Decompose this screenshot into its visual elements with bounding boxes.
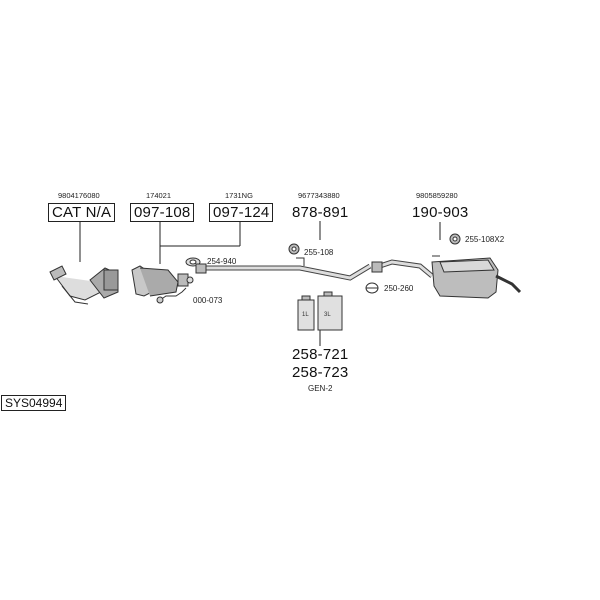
paste-note: GEN-2 [308, 384, 333, 393]
converter-097-108 [131, 265, 194, 297]
oe-number-878-891: 9677343880 [298, 191, 340, 200]
oe-number-097-108: 174021 [146, 191, 172, 200]
can-label-1l: 1L [302, 312, 309, 318]
part-258-723: 258-723 [292, 364, 349, 381]
fitting-000-073: 000-073 [193, 296, 223, 305]
part-cat-na: CAT N/A [48, 203, 116, 222]
part-097-124: 097-124 [209, 203, 274, 222]
clamp-250-260 [365, 282, 379, 294]
fitting-255-108x2: 255-108X2 [465, 235, 505, 244]
system-id-label: SYS04994 [1, 395, 67, 411]
can-label-3l: 3L [324, 312, 331, 318]
fitting-254-940: 254-940 [207, 257, 237, 266]
fitting-250-260: 250-260 [384, 284, 414, 293]
oe-number-cat: 9804176080 [58, 191, 100, 200]
oe-number-190-903: 9805859280 [416, 191, 458, 200]
sensor-000-073 [156, 287, 187, 304]
front-catalyst-assembly [49, 265, 119, 305]
fitting-255-108: 255-108 [304, 248, 334, 257]
paste-containers: 1L 3L [297, 291, 343, 331]
part-258-721: 258-721 [292, 346, 349, 363]
intermediate-pipe-878-891 [195, 257, 372, 281]
part-878-891: 878-891 [292, 204, 349, 221]
clamp-255-108 [288, 243, 300, 255]
part-097-108: 097-108 [130, 203, 195, 222]
oe-number-097-124: 1731NG [225, 191, 253, 200]
clamp-255-108x2 [449, 233, 461, 245]
rear-silencer-190-903 [371, 255, 522, 299]
part-190-903: 190-903 [412, 204, 469, 221]
